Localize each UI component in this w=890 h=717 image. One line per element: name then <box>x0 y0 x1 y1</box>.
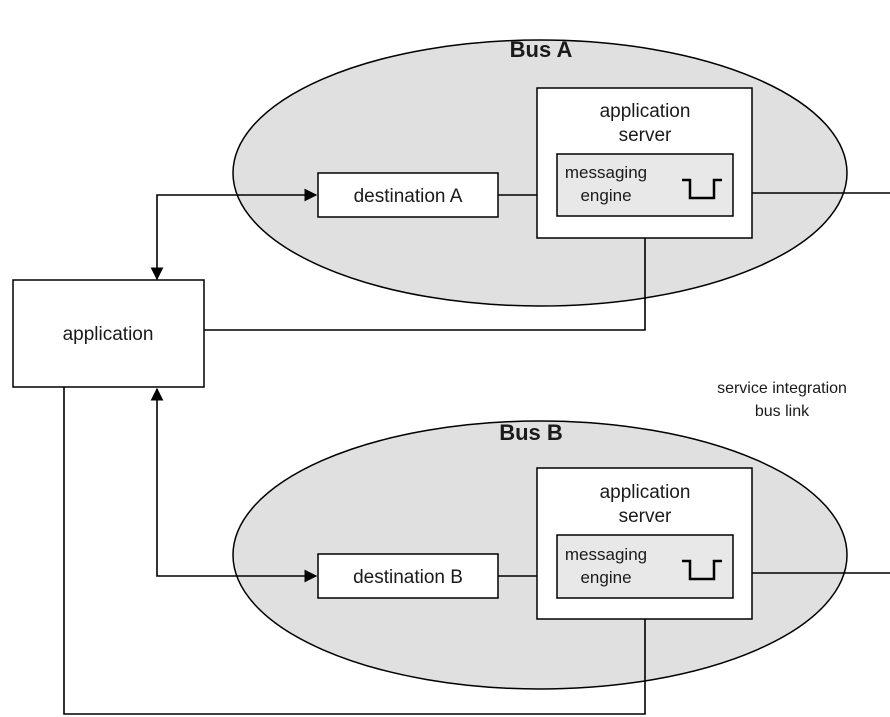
messaging-engine-a-box <box>556 153 734 217</box>
connectors <box>63 188 890 715</box>
bus-b-title: Bus B <box>499 420 563 445</box>
messaging-engine-b-label-line2: engine <box>580 568 631 587</box>
application-box <box>12 279 205 388</box>
app-to-engine-a-line <box>204 217 646 331</box>
app-server-a-label-line2: server <box>619 125 672 146</box>
app-server-b-label-line1: application <box>600 482 691 503</box>
app-dest-b-arrow <box>150 387 318 583</box>
bus-link-label-line2: bus link <box>755 403 810 420</box>
queue-icon <box>682 559 722 581</box>
queue-icon <box>682 178 722 200</box>
destination-a-box <box>317 172 499 218</box>
app-server-a-label-line1: application <box>600 101 691 122</box>
app-dest-a-arrow <box>150 188 318 281</box>
messaging-engine-a-label-line1: messaging <box>565 163 647 182</box>
messaging-engine-b-label-line1: messaging <box>565 545 647 564</box>
messaging-engine-b-box <box>556 534 734 599</box>
bus-link-label-line1: service integration <box>717 380 847 397</box>
destination-a-label: destination A <box>354 186 463 207</box>
bus-a-title: Bus A <box>510 37 573 62</box>
application-label: application <box>63 324 154 345</box>
app-to-engine-b-line <box>63 387 646 715</box>
destination-b-label: destination B <box>353 567 463 588</box>
destination-b-box <box>317 553 499 599</box>
messaging-engine-a-label-line2: engine <box>580 186 631 205</box>
app-server-b-label-line2: server <box>619 506 672 527</box>
